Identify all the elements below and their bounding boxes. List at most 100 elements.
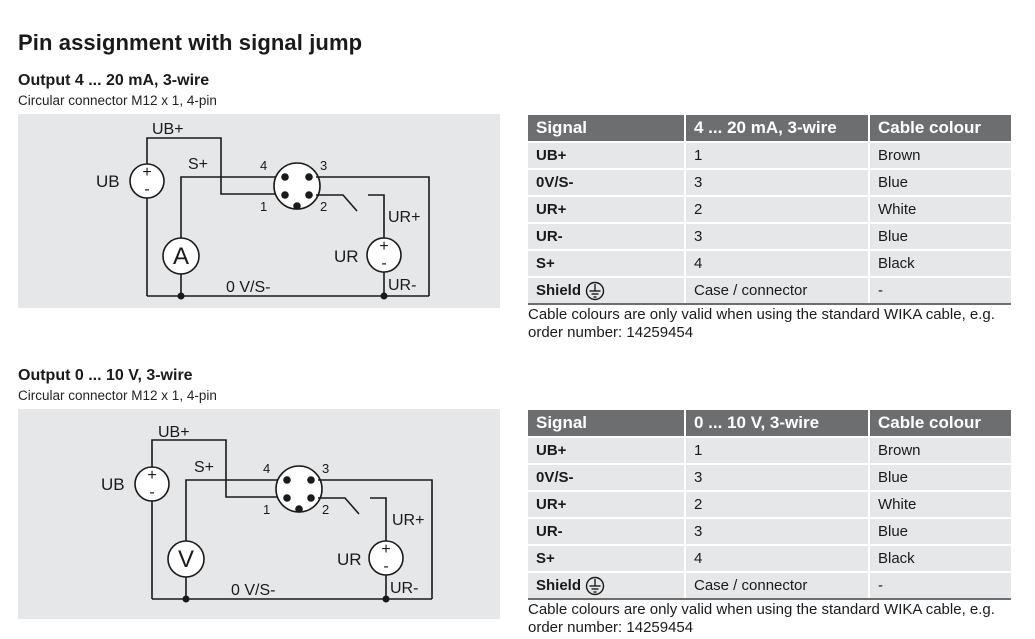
svg-text:4: 4 <box>260 158 267 173</box>
circuit-schematic: UB+ UB S+ + - A 4 3 1 2 UR+ UR + - UR- 0… <box>96 121 430 300</box>
svg-text:4: 4 <box>263 461 270 476</box>
colour-cell: - <box>869 276 1011 305</box>
pin-cell: Case / connector <box>685 571 870 600</box>
svg-text:+: + <box>142 164 151 181</box>
svg-text:0 V/S-: 0 V/S- <box>226 279 270 296</box>
page-title: Pin assignment with signal jump <box>18 30 363 55</box>
colour-cell: White <box>869 490 1011 518</box>
signal-cell: UB+ <box>528 141 686 169</box>
svg-text:1: 1 <box>260 199 267 214</box>
signal-cell: UB+ <box>528 436 686 464</box>
ground-icon <box>585 281 605 300</box>
circuit-schematic: UB+ UB S+ + - V 4 3 1 2 UR+ UR + - UR- 0… <box>101 424 433 603</box>
svg-text:S+: S+ <box>194 459 214 476</box>
pin-cell: 4 <box>685 249 870 277</box>
pin-cell: 2 <box>685 195 870 223</box>
svg-text:2: 2 <box>320 199 327 214</box>
svg-text:1: 1 <box>263 502 270 517</box>
header-cable-colour: Cable colour <box>869 115 1011 142</box>
signal-cell: UR- <box>528 222 686 250</box>
section-subtitle-current: Circular connector M12 x 1, 4-pin <box>18 93 217 108</box>
header-output: 4 ... 20 mA, 3-wire <box>685 115 870 142</box>
colour-cell: Black <box>869 544 1011 572</box>
pin-cell: 1 <box>685 141 870 169</box>
svg-text:3: 3 <box>320 158 327 173</box>
wiring-diagram-current: UB+ UB S+ + - A 4 3 1 2 UR+ UR + - UR- 0… <box>18 114 500 308</box>
pin-cell: 3 <box>685 168 870 196</box>
section-title-current: Output 4 ... 20 mA, 3-wire <box>18 72 210 89</box>
pin-cell: 2 <box>685 490 870 518</box>
svg-text:UB+: UB+ <box>158 424 190 441</box>
svg-text:UR+: UR+ <box>392 512 424 529</box>
signal-cell: UR+ <box>528 490 686 518</box>
signal-cell: 0V/S- <box>528 463 686 491</box>
colour-cell: Blue <box>869 463 1011 491</box>
svg-text:UR: UR <box>334 247 359 266</box>
signal-cell: S+ <box>528 249 686 277</box>
pin-cell: 3 <box>685 517 870 545</box>
pin-cell: Case / connector <box>685 276 870 305</box>
svg-text:UR+: UR+ <box>388 209 420 226</box>
pin-cell: 3 <box>685 463 870 491</box>
table-header-row: Signal 0 ... 10 V, 3-wire Cable colour <box>528 410 1011 437</box>
svg-text:+: + <box>381 541 390 558</box>
pin-cell: 3 <box>685 222 870 250</box>
svg-text:UR-: UR- <box>388 277 416 294</box>
shield-label: Shield <box>536 576 582 594</box>
signal-cell: Shield <box>528 276 686 305</box>
svg-text:-: - <box>381 255 386 272</box>
table-row: Shield Case / connector - <box>528 276 1011 305</box>
colour-cell: - <box>869 571 1011 600</box>
svg-text:-: - <box>383 558 388 575</box>
pin-table-voltage: Signal 0 ... 10 V, 3-wire Cable colour U… <box>528 410 1011 600</box>
signal-cell: S+ <box>528 544 686 572</box>
header-signal: Signal <box>528 410 686 437</box>
svg-text:UR-: UR- <box>390 580 418 597</box>
section-title-voltage: Output 0 ... 10 V, 3-wire <box>18 367 193 384</box>
header-signal: Signal <box>528 115 686 142</box>
signal-cell: UR+ <box>528 195 686 223</box>
pin-cell: 1 <box>685 436 870 464</box>
signal-cell: 0V/S- <box>528 168 686 196</box>
svg-text:V: V <box>178 546 194 573</box>
ground-icon <box>585 576 605 595</box>
wiring-diagram-voltage: UB+ UB S+ + - V 4 3 1 2 UR+ UR + - UR- 0… <box>18 409 500 619</box>
colour-cell: Blue <box>869 168 1011 196</box>
cable-note-voltage: Cable colours are only valid when using … <box>528 601 995 636</box>
svg-text:A: A <box>173 243 189 270</box>
svg-text:3: 3 <box>322 461 329 476</box>
svg-text:-: - <box>144 181 149 198</box>
colour-cell: Blue <box>869 222 1011 250</box>
table-row: Shield Case / connector - <box>528 571 1011 600</box>
cable-note-current: Cable colours are only valid when using … <box>528 306 995 341</box>
m12-connector-symbol <box>275 465 323 513</box>
colour-cell: Brown <box>869 141 1011 169</box>
svg-text:+: + <box>379 238 388 255</box>
signal-cell: Shield <box>528 571 686 600</box>
section-subtitle-voltage: Circular connector M12 x 1, 4-pin <box>18 388 217 403</box>
m12-connector-symbol <box>273 162 321 210</box>
svg-text:+: + <box>147 467 156 484</box>
colour-cell: Black <box>869 249 1011 277</box>
svg-text:UR: UR <box>337 550 362 569</box>
svg-text:S+: S+ <box>188 156 208 173</box>
svg-text:-: - <box>149 484 154 501</box>
shield-label: Shield <box>536 281 582 299</box>
svg-text:UB: UB <box>101 475 125 494</box>
colour-cell: White <box>869 195 1011 223</box>
colour-cell: Blue <box>869 517 1011 545</box>
header-cable-colour: Cable colour <box>869 410 1011 437</box>
svg-text:UB+: UB+ <box>152 121 184 138</box>
pin-cell: 4 <box>685 544 870 572</box>
svg-text:0 V/S-: 0 V/S- <box>231 582 275 599</box>
signal-cell: UR- <box>528 517 686 545</box>
